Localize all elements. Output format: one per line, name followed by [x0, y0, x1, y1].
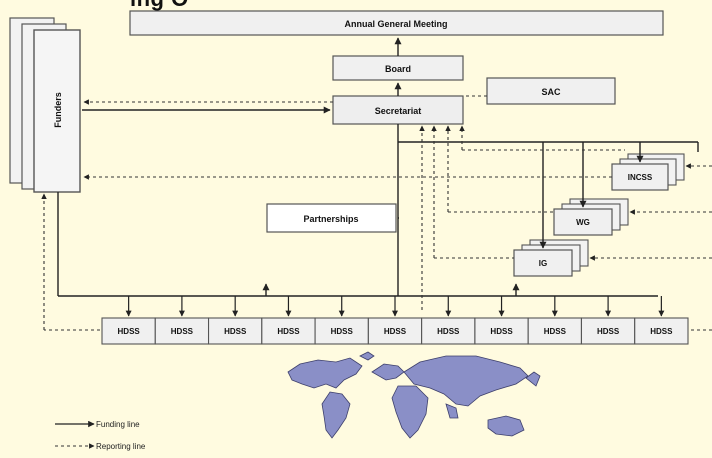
secretariat-node: Secretariat: [332, 95, 464, 125]
hdss-label: HDSS: [331, 327, 354, 336]
hdss-box: HDSS: [474, 317, 529, 345]
ig-label: IG: [539, 259, 547, 268]
ig-box: [513, 249, 573, 277]
legend-funding-label: Funding line: [96, 420, 140, 429]
secretariat-label: Secretariat: [375, 106, 422, 116]
world-map: [287, 351, 541, 439]
ig-stack: IG: [513, 239, 589, 277]
wg-stack: WG: [553, 198, 629, 236]
wg-label: WG: [576, 218, 590, 227]
hdss-label: HDSS: [597, 327, 620, 336]
hdss-box: HDSS: [314, 317, 369, 345]
hdss-box: HDSS: [580, 317, 636, 345]
hdss-box: HDSS: [421, 317, 476, 345]
hdss-box: HDSS: [101, 317, 156, 345]
hdss-box: HDSS: [154, 317, 210, 345]
sac-node: SAC: [486, 77, 616, 105]
reporting-lines: [41, 95, 712, 331]
funders-label: Funders: [53, 92, 63, 128]
legend-reporting-label: Reporting line: [96, 442, 146, 451]
hdss-label: HDSS: [544, 327, 567, 336]
partnerships-node: Partnerships: [266, 203, 397, 233]
funders-stack: Funders: [9, 17, 81, 193]
funding-lines: [57, 37, 699, 297]
hdss-box: HDSS: [261, 317, 316, 345]
hdss-label: HDSS: [118, 327, 141, 336]
partnerships-label: Partnerships: [303, 214, 358, 224]
funders-box: [33, 29, 81, 193]
hdss-box: HDSS: [207, 317, 263, 345]
hdss-box: HDSS: [367, 317, 423, 345]
hdss-label: HDSS: [277, 327, 300, 336]
legend: Funding line Reporting line: [55, 420, 146, 451]
page-title-fragment: ing O: [130, 0, 189, 12]
hdss-label: HDSS: [384, 327, 407, 336]
hdss-row: HDSS HDSS HDSS HDSS HDSS HDSS HDSS HDSS HDSS HDSS…: [101, 296, 689, 345]
hdss-label: HDSS: [490, 327, 513, 336]
hdss-box: HDSS: [527, 317, 583, 345]
incss-stack: INCSS: [611, 153, 685, 191]
hdss-label: HDSS: [437, 327, 460, 336]
board-node: Board: [332, 55, 464, 81]
hdss-label: HDSS: [650, 327, 673, 336]
hdss-label: HDSS: [224, 327, 247, 336]
agm-node: Annual General Meeting: [129, 10, 664, 36]
agm-label: Annual General Meeting: [344, 19, 447, 29]
wg-box: [553, 208, 613, 236]
hdss-box: HDSS: [634, 317, 689, 345]
hdss-label: HDSS: [171, 327, 194, 336]
board-label: Board: [385, 64, 411, 74]
sac-label: SAC: [541, 87, 561, 97]
incss-box: [611, 163, 669, 191]
incss-label: INCSS: [628, 173, 653, 182]
